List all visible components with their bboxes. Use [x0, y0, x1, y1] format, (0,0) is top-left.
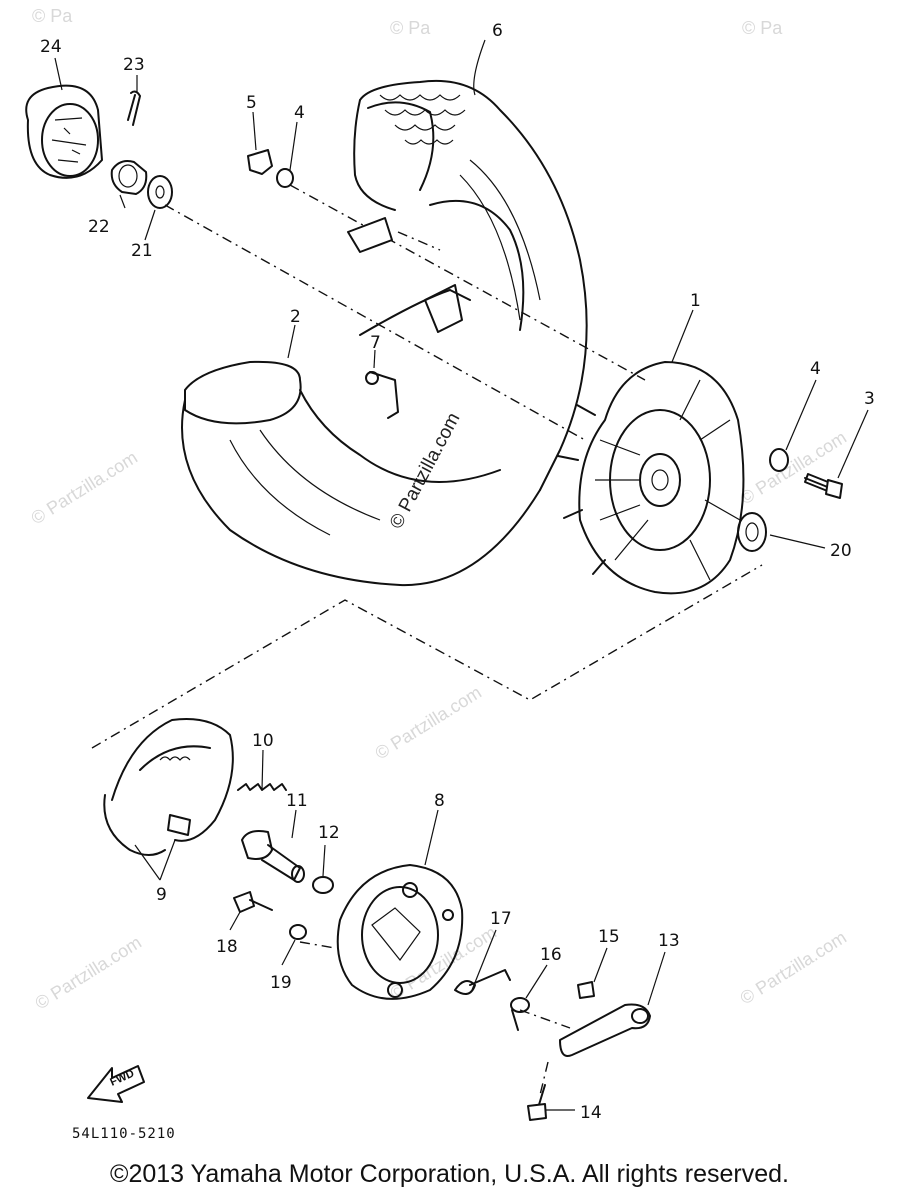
camshaft-washer: [312, 876, 334, 894]
watermark: © Pa: [390, 18, 431, 38]
assembly-lines: [91, 184, 763, 1096]
callout-labels: 24 23 5 4 6 22 21 2 7 1 4 3 20 10 11 12 …: [40, 21, 875, 1123]
callout-7: 7: [370, 333, 381, 353]
callout-4-top: 4: [294, 103, 305, 123]
watermark: © Pa: [742, 18, 783, 38]
watermark: © Pa: [32, 6, 73, 26]
callout-24: 24: [40, 37, 62, 57]
valve-nut: [276, 168, 294, 188]
axle-nut: [110, 160, 148, 195]
copyright-notice: ©2013 Yamaha Motor Corporation, U.S.A. A…: [110, 1160, 789, 1188]
washer: [147, 175, 173, 209]
callout-22: 22: [88, 217, 110, 237]
callout-4-right: 4: [810, 359, 821, 379]
plate-washer: [289, 924, 307, 940]
callout-9: 9: [156, 885, 167, 905]
wear-indicator: [510, 997, 530, 1031]
callout-19: 19: [270, 973, 292, 993]
fwd-arrow-icon: FWD: [87, 1065, 145, 1103]
tire-valve: [347, 217, 393, 253]
callout-8: 8: [434, 791, 445, 811]
hub-bolt: [804, 473, 843, 499]
callout-1: 1: [690, 291, 701, 311]
watermark: © Partzilla.com: [372, 682, 485, 763]
callout-2: 2: [290, 307, 301, 327]
callout-11: 11: [286, 791, 308, 811]
brake-lever: [559, 1003, 651, 1057]
lever-bolt: [527, 1084, 547, 1121]
callout-18: 18: [216, 937, 238, 957]
callout-12: 12: [318, 823, 340, 843]
return-spring: [454, 969, 511, 995]
callout-23: 23: [123, 55, 145, 75]
inner-tube: [181, 284, 541, 587]
watermark-center: © Partzilla.com: [386, 409, 465, 532]
plate-bolt: [233, 891, 273, 913]
callout-15: 15: [598, 927, 620, 947]
callout-16: 16: [540, 945, 562, 965]
cotter-pin: [127, 90, 141, 126]
lever-nut: [577, 981, 595, 999]
oil-seal: [737, 512, 767, 552]
leader-lines: [54, 39, 869, 1111]
brake-shoes: [103, 718, 234, 856]
watermark: © Partzilla.com: [28, 447, 141, 528]
callout-20: 20: [830, 541, 852, 561]
watermark-layer: © Pa © Pa © Pa © Partzilla.com © Partzil…: [28, 6, 850, 1013]
brake-plate: [336, 864, 464, 1000]
watermark: © Partzilla.com: [32, 932, 145, 1013]
callout-6: 6: [492, 21, 503, 41]
valve-cap: [247, 149, 273, 175]
callout-10: 10: [252, 731, 274, 751]
callout-13: 13: [658, 931, 680, 951]
callout-14: 14: [580, 1103, 602, 1123]
watermark: © Partzilla.com: [737, 927, 850, 1008]
brake-camshaft: [241, 830, 305, 883]
wheel-hub: [557, 361, 745, 595]
hub-nut: [769, 448, 789, 472]
valve-stem: [365, 371, 399, 419]
callout-3: 3: [864, 389, 875, 409]
callout-21: 21: [131, 241, 153, 261]
hub-cap: [25, 84, 103, 179]
callout-17: 17: [490, 909, 512, 929]
callout-5: 5: [246, 93, 257, 113]
tire: [353, 79, 588, 491]
drawing-code: 54L110-5210: [72, 1126, 176, 1142]
